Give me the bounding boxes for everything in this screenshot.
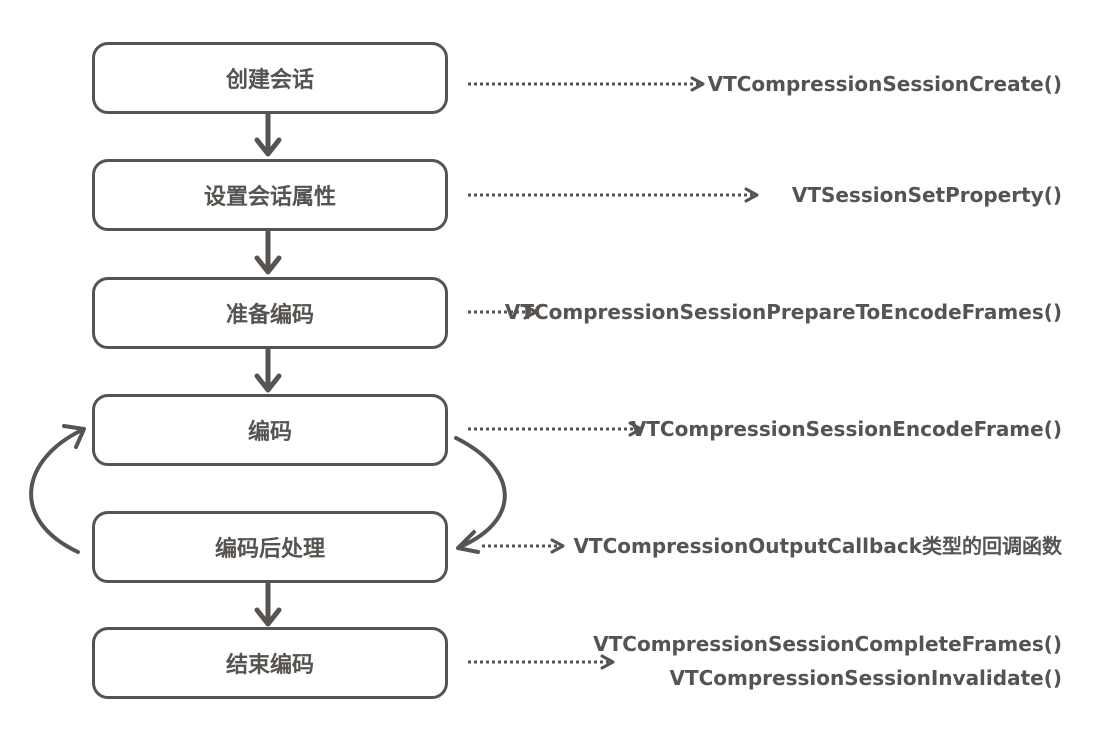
step-finish-encode: 结束编码 [92, 627, 448, 699]
step-finish-encode-label: 结束编码 [225, 653, 314, 678]
step-post-process-label: 编码后处理 [214, 537, 325, 562]
api-label-finish-line-1: VTCompressionSessionCompleteFrames() [593, 632, 1062, 656]
step-prepare-encode: 准备编码 [92, 277, 448, 349]
step-set-session-property-label: 设置会话属性 [203, 185, 336, 210]
step-create-session: 创建会话 [92, 42, 448, 114]
flow-arrow-prepare-to-encode [254, 347, 282, 393]
dotted-arrow-set-property [468, 187, 759, 203]
dotted-arrow-create [468, 76, 705, 92]
dotted-arrow-finish [468, 654, 615, 670]
api-label-set-property: VTSessionSetProperty() [791, 183, 1062, 207]
step-post-process: 编码后处理 [92, 511, 448, 583]
api-label-prepare: VTCompressionSessionPrepareToEncodeFrame… [504, 300, 1062, 324]
api-label-post-process: VTCompressionOutputCallback类型的回调函数 [573, 534, 1062, 558]
step-prepare-encode-label: 准备编码 [225, 303, 314, 328]
api-label-finish-line-2: VTCompressionSessionInvalidate() [669, 666, 1062, 690]
step-encode: 编码 [92, 394, 448, 466]
api-label-create: VTCompressionSessionCreate() [707, 72, 1062, 96]
api-label-encode: VTCompressionSessionEncodeFrame() [630, 417, 1062, 441]
loop-arrow-post-process-to-encode [29, 424, 86, 554]
step-set-session-property: 设置会话属性 [92, 159, 448, 231]
flow-arrow-set-property-to-prepare [254, 229, 282, 275]
step-encode-label: 编码 [247, 420, 292, 445]
dotted-arrow-prepare [468, 304, 538, 320]
flow-arrow-create-to-set-property [254, 111, 282, 157]
dotted-arrow-encode [468, 421, 643, 437]
loop-arrow-encode-to-post-process [454, 436, 507, 554]
dotted-arrow-post-process [482, 538, 565, 554]
api-label-finish: VTCompressionSessionCompleteFrames() VTC… [593, 632, 1062, 690]
step-create-session-label: 创建会话 [225, 68, 314, 93]
flow-arrow-post-process-to-finish [254, 581, 282, 627]
